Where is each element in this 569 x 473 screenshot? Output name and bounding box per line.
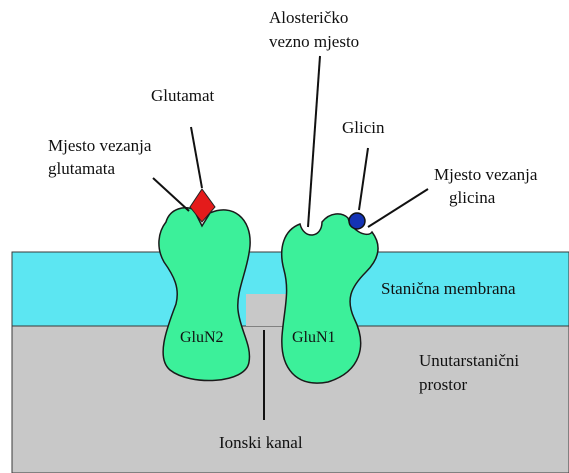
glun1-subunit-label: GluN1 — [292, 329, 336, 346]
glutamate-label: Glutamat — [151, 86, 215, 105]
allosteric-site-label-line2: vezno mjesto — [269, 32, 359, 51]
intracellular-label-line2: prostor — [419, 375, 468, 394]
glycine-site-label-line2: glicina — [449, 188, 496, 207]
channel-pore — [246, 294, 286, 326]
ion-channel-label: Ionski kanal — [219, 433, 303, 452]
glycine-site-label-line1: Mjesto vezanja — [434, 165, 538, 184]
allosteric-site-label-line1: Alosteričko — [269, 8, 348, 27]
glycine-label: Glicin — [342, 118, 385, 137]
intracellular-label-line1: Unutarstanični — [419, 351, 519, 370]
glun2-subunit-label: GluN2 — [180, 329, 224, 346]
glycine-ligand — [349, 213, 365, 229]
glutamate-site-label-line1: Mjesto vezanja — [48, 136, 152, 155]
glutamate-site-label-line2: glutamata — [48, 159, 115, 178]
cell-membrane-label: Stanična membrana — [381, 279, 516, 298]
